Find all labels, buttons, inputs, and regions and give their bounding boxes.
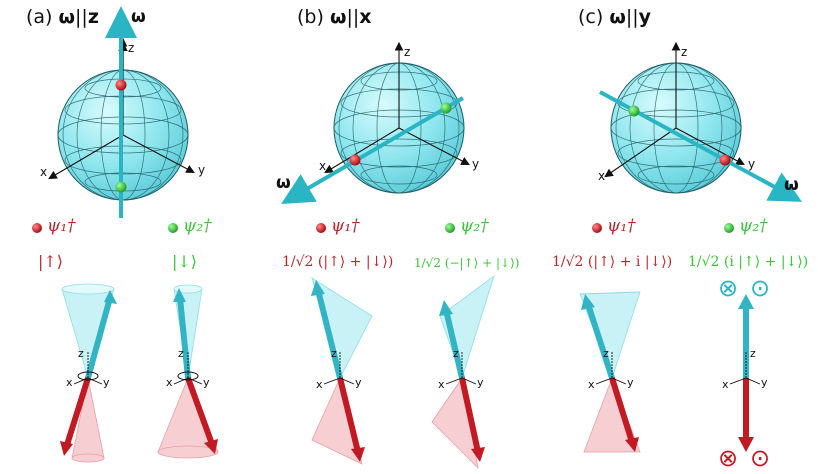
state-label-c2: ψ₂† <box>739 216 768 236</box>
ket-b1: 1/√2 (|↑⟩ + |↓⟩) <box>282 254 394 270</box>
axis-x-a2: x <box>166 376 173 389</box>
axis-y-a2: y <box>203 376 210 389</box>
panel-a-title: (a) ω||z <box>26 6 99 28</box>
title-omega: ω <box>58 6 76 28</box>
axis-x-label-c: x <box>598 169 605 183</box>
ket-a2: |↓⟩ <box>172 252 198 271</box>
otimes-bottom-icon: ⊗ <box>718 444 739 472</box>
axis-y-label-a: y <box>198 163 205 177</box>
axis-x-b2: x <box>438 378 445 391</box>
spin-diagram-b1: z x y <box>311 277 373 465</box>
otimes-top-icon: ⊗ <box>718 274 739 302</box>
spin-diagram-c2: z x y <box>722 294 768 452</box>
axis-x-a1: x <box>66 376 73 389</box>
green-ball-icon <box>168 223 178 233</box>
ket-b2: 1/√2 (−|↑⟩ + |↓⟩) <box>414 256 520 270</box>
axis-z-c2: z <box>750 347 756 360</box>
axis-y-b1: y <box>355 376 362 389</box>
state-label-a1: ψ₁† <box>47 216 76 236</box>
omega-label-a: ω <box>131 7 146 27</box>
red-ball-icon <box>32 223 42 233</box>
omega-label-c: ω <box>784 175 799 195</box>
axis-z-label-a: z <box>128 41 134 55</box>
axis-z-b2: z <box>453 347 459 360</box>
panel-b-sphere: z x y ω <box>276 41 479 205</box>
axis-x-c2: x <box>722 378 729 391</box>
state-label-a2: ψ₂† <box>183 216 212 236</box>
red-ball-icon <box>316 223 326 233</box>
odot-bottom-icon: ⊙ <box>750 444 771 472</box>
state-label-c1: ψ₁† <box>607 216 636 236</box>
title-axis: y <box>638 6 652 28</box>
axis-z-c1: z <box>603 347 609 360</box>
axis-y-b2: y <box>477 376 484 389</box>
ket-a1: |↑⟩ <box>38 252 64 271</box>
axis-x-b1: x <box>316 378 323 391</box>
state-label-b2: ψ₂† <box>460 216 489 236</box>
axis-z-b1: z <box>331 347 337 360</box>
axis-z-a2: z <box>178 347 184 360</box>
panel-c-sphere: z x y ω <box>598 41 803 202</box>
title-rel: || <box>75 6 88 28</box>
title-prefix: (a) <box>26 6 59 28</box>
title-prefix: (c) <box>578 6 610 28</box>
ket-c1: 1/√2 (|↑⟩ + i |↓⟩) <box>552 254 673 270</box>
panel-a-sphere: z x y ω <box>40 6 205 218</box>
title-axis: x <box>359 6 372 28</box>
title-omega: ω <box>609 6 626 28</box>
title-rel: || <box>625 6 639 28</box>
axis-z-label-b: z <box>404 45 410 59</box>
green-ball-icon <box>445 223 455 233</box>
axis-z-a1: z <box>78 347 84 360</box>
axis-y-c1: y <box>627 376 634 389</box>
odot-top-icon: ⊙ <box>750 274 771 302</box>
title-rel: || <box>346 6 360 28</box>
panel-c-title: (c) ω||y <box>578 6 651 28</box>
green-ball-icon <box>724 223 734 233</box>
spin-diagram-b2: z x y <box>431 274 495 470</box>
axis-x-label-a: x <box>40 165 47 179</box>
axis-x-c1: x <box>588 378 595 391</box>
state-label-b1: ψ₁† <box>331 216 360 236</box>
ket-c2: 1/√2 (i |↑⟩ + |↓⟩) <box>688 254 809 270</box>
spin-diagram-a1: z x y <box>60 283 117 463</box>
spin-diagram-c1: z x y <box>579 291 641 453</box>
title-axis: z <box>87 6 99 28</box>
spin-diagram-a2: z x y <box>157 284 219 459</box>
omega-label-b: ω <box>276 173 291 193</box>
panel-b-title: (b) ω||x <box>297 6 372 28</box>
axis-x-label-b: x <box>319 159 326 173</box>
axis-y-label-c: y <box>748 157 755 171</box>
red-ball-icon <box>592 223 602 233</box>
axis-y-a1: y <box>103 376 110 389</box>
axis-y-c2: y <box>761 376 768 389</box>
title-prefix: (b) <box>297 6 330 28</box>
axis-y-label-b: y <box>472 157 479 171</box>
axis-z-label-c: z <box>681 45 687 59</box>
title-omega: ω <box>329 6 347 28</box>
